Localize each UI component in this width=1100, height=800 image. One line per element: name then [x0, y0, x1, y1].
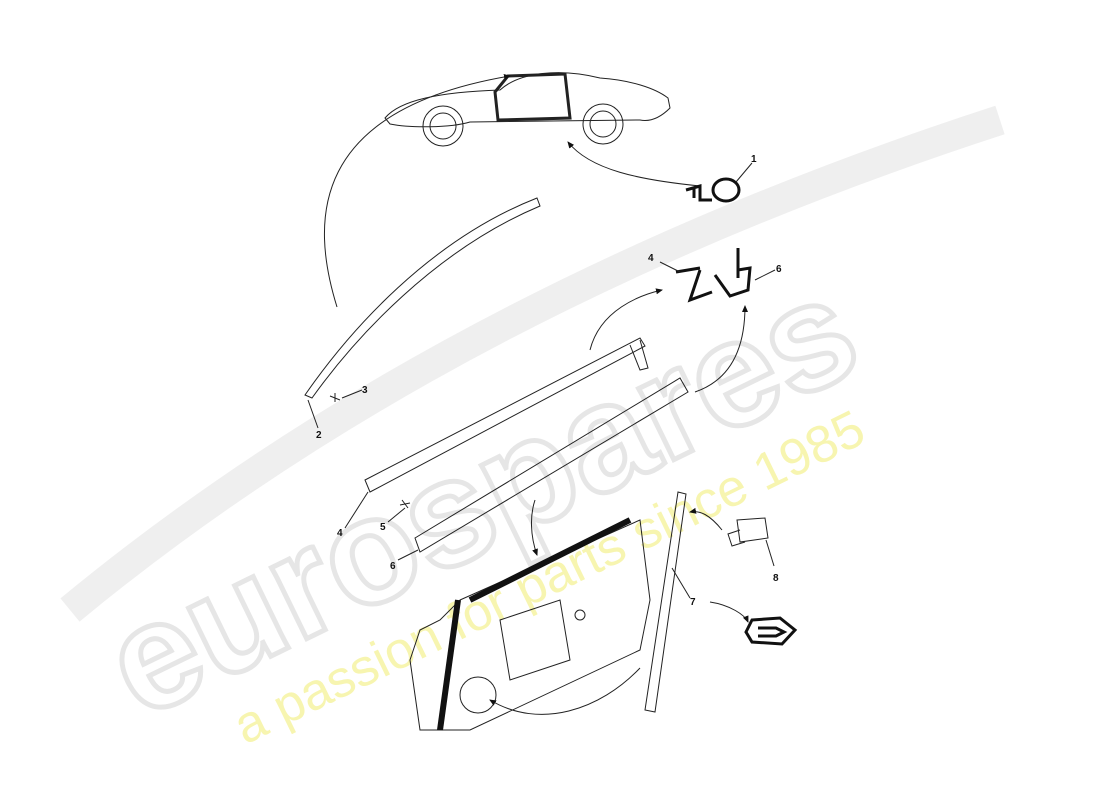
waist-seal-inner-4	[364, 337, 646, 493]
callout-6: 6	[776, 264, 782, 275]
leader-line	[689, 507, 723, 531]
leader-line	[324, 74, 511, 308]
leader-line	[659, 261, 681, 273]
callout-4: 4	[337, 528, 343, 539]
leader-line	[765, 539, 775, 567]
leader-line	[307, 399, 319, 429]
seal-profile-7	[744, 616, 798, 646]
trim-strip-2	[304, 197, 541, 399]
waist-seal-outer-6	[414, 377, 689, 553]
clip-8	[727, 517, 769, 547]
watermark: eurospares a passion for parts since 198…	[60, 105, 1005, 756]
leader-line	[344, 491, 369, 529]
seal-profile-4-6	[675, 248, 752, 303]
callout-labels: 1 2 3 4 6 4 5 6 7 8	[316, 154, 782, 608]
leader-line	[694, 305, 748, 393]
callout-1: 1	[751, 154, 757, 165]
callout-6: 6	[390, 561, 396, 572]
callout-3: 3	[362, 385, 368, 396]
leader-line	[531, 499, 538, 556]
seal-profile-1	[685, 177, 741, 203]
leader-line	[589, 288, 663, 351]
callout-7: 7	[690, 597, 696, 608]
leader-line	[387, 507, 406, 523]
leader-line	[754, 269, 776, 281]
leader-line	[671, 567, 691, 599]
callout-8: 8	[773, 573, 779, 584]
car-illustration	[384, 72, 671, 147]
screw-3	[329, 393, 341, 402]
leader-line	[567, 141, 701, 187]
callout-5: 5	[380, 522, 386, 533]
seal-strip-7	[644, 491, 687, 713]
seal-end-cap	[629, 339, 649, 371]
callout-4: 4	[648, 253, 654, 264]
leader-line	[397, 549, 419, 561]
clip-5	[399, 499, 411, 509]
door-inner-panel	[409, 517, 651, 731]
leader-line	[341, 389, 363, 399]
leader-line	[735, 162, 753, 183]
callout-2: 2	[316, 430, 322, 441]
leader-line	[709, 601, 749, 623]
watermark-swoosh	[60, 105, 1005, 622]
leader-line	[489, 667, 641, 715]
